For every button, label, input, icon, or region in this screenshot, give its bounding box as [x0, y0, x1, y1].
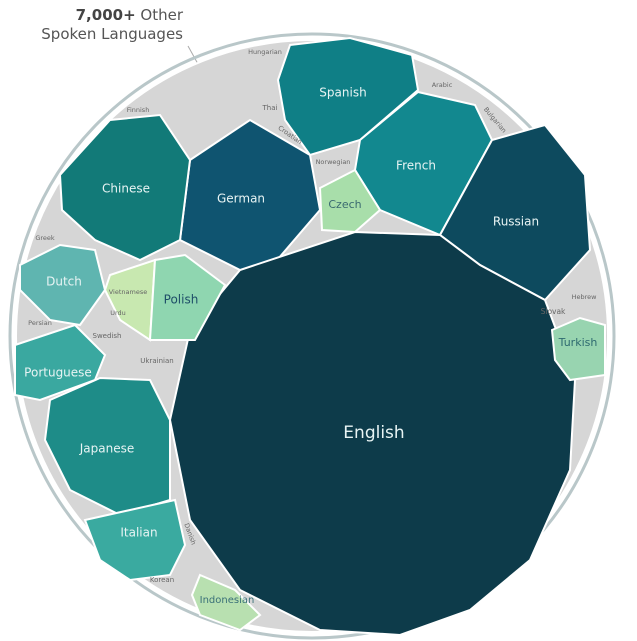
label-arabic: Arabic — [432, 81, 453, 89]
cell-czech[interactable] — [318, 168, 382, 234]
callout-count: 7,000+ — [75, 6, 136, 24]
callout-leader-line — [187, 45, 199, 65]
label-dutch: Dutch — [46, 275, 82, 289]
label-greek: Greek — [35, 234, 55, 242]
label-finnish: Finnish — [127, 106, 150, 114]
cell-french[interactable] — [353, 90, 494, 237]
label-french: French — [396, 159, 436, 173]
label-german: German — [217, 192, 265, 206]
cell-vietnamese[interactable] — [103, 258, 157, 342]
callout-text-2: Spoken Languages — [41, 25, 183, 43]
label-polish: Polish — [164, 293, 199, 307]
label-vietnamese: Vietnamese — [109, 288, 147, 296]
label-ukrainian: Ukrainian — [140, 357, 173, 365]
callout-text: Other — [135, 6, 183, 24]
label-hungarian: Hungarian — [248, 48, 282, 56]
cell-english[interactable] — [168, 230, 577, 637]
cell-polish[interactable] — [148, 253, 227, 341]
label-czech: Czech — [328, 198, 361, 211]
cell-japanese[interactable] — [43, 376, 171, 517]
cell-chinese[interactable] — [58, 113, 192, 262]
label-chinese: Chinese — [102, 182, 150, 196]
label-swedish: Swedish — [93, 332, 122, 340]
label-urdu: Urdu — [110, 309, 126, 317]
label-slovak: Slovak — [541, 307, 566, 316]
label-indonesian: Indonesian — [200, 595, 255, 606]
label-italian: Italian — [120, 526, 157, 540]
label-russian: Russian — [493, 215, 539, 229]
label-hebrew: Hebrew — [572, 293, 598, 301]
cell-italian[interactable] — [83, 498, 187, 582]
label-english: English — [343, 423, 404, 443]
label-korean: Korean — [150, 576, 174, 584]
label-norwegian: Norwegian — [316, 158, 351, 166]
label-turkish: Turkish — [558, 336, 598, 349]
label-thai: Thai — [262, 104, 278, 112]
cell-dutch[interactable] — [19, 243, 107, 327]
label-persian: Persian — [28, 319, 52, 327]
label-spanish: Spanish — [319, 86, 366, 100]
cell-indonesian[interactable] — [190, 573, 262, 632]
label-japanese: Japanese — [79, 442, 135, 456]
outer-ring — [8, 32, 616, 640]
label-portuguese: Portuguese — [24, 366, 92, 380]
cell-turkish[interactable] — [550, 316, 606, 382]
